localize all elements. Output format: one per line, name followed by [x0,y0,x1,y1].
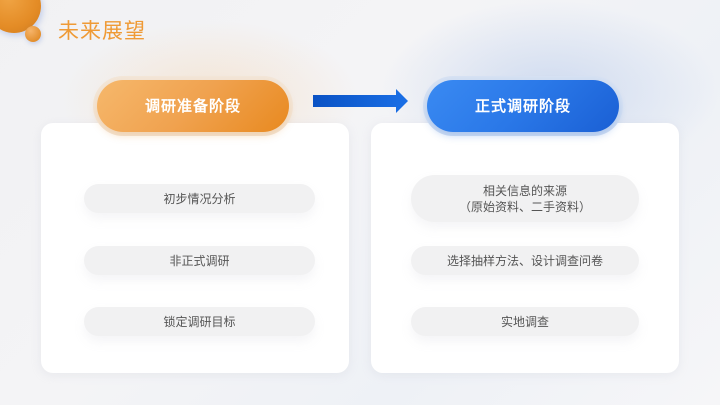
step-text: 实地调查 [500,314,549,329]
step-text: 初步情况分析 [163,191,236,206]
step-text: 锁定调研目标 [163,314,236,329]
step-text: 非正式调研 [169,253,230,268]
right-arrow-icon [313,89,408,113]
formal-step-3: 实地调查 [411,307,639,336]
preparation-step-1: 初步情况分析 [84,184,315,213]
preparation-step-2: 非正式调研 [84,246,315,275]
step-text: 相关信息的来源 [482,183,567,198]
formal-step-2: 选择抽样方法、设计调查问卷 [411,246,639,275]
formal-step-1: 相关信息的来源 （原始资料、二手资料） [411,175,639,222]
page-title: 未来展望 [58,19,146,43]
preparation-step-3: 锁定调研目标 [84,307,315,336]
step-subtext: （原始资料、二手资料） [458,199,591,214]
decorative-circle-small [25,26,41,42]
step-text: 选择抽样方法、设计调查问卷 [446,253,603,268]
preparation-stage-badge: 调研准备阶段 [97,80,289,132]
formal-stage-badge: 正式调研阶段 [427,80,619,132]
